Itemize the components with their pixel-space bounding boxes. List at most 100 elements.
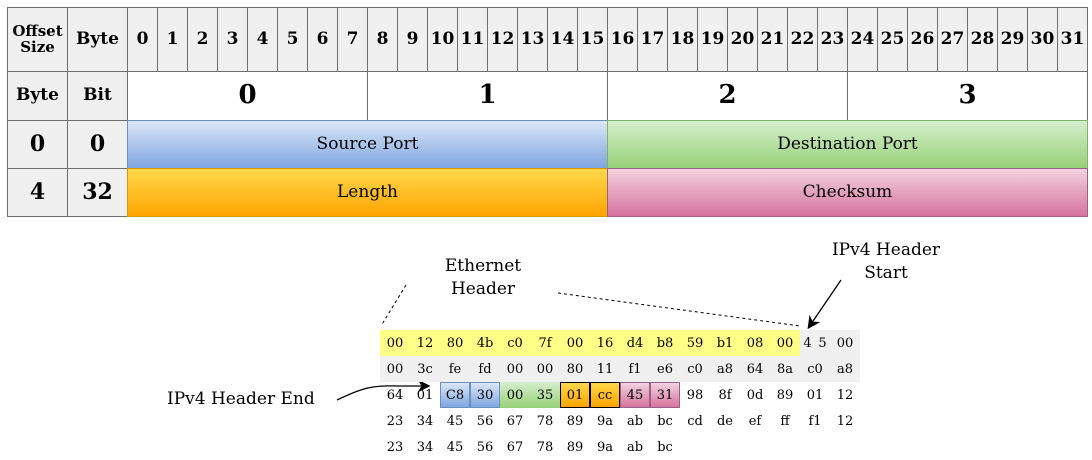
hex-byte: 12 bbox=[410, 330, 440, 356]
bit-number: 25 bbox=[877, 7, 908, 72]
hex-byte: 00 bbox=[380, 330, 410, 356]
bit-number: 16 bbox=[607, 7, 638, 72]
hex-byte: 23 bbox=[386, 439, 404, 455]
ethernet-header-label-line2: Header bbox=[450, 279, 516, 299]
hex-byte: 4b bbox=[470, 330, 500, 356]
bit-column-header: Bit bbox=[67, 71, 128, 121]
hex-byte: cd bbox=[687, 413, 703, 429]
hex-byte: c0 bbox=[500, 330, 530, 356]
ipv4-start-arrow bbox=[807, 279, 842, 330]
hex-byte: 56 bbox=[476, 413, 494, 429]
hex-byte: 89 bbox=[566, 439, 584, 455]
byte-number: 0 bbox=[127, 71, 368, 121]
hex-byte: 64 bbox=[386, 387, 404, 403]
hex-byte: 78 bbox=[536, 413, 554, 429]
ipv4-header-start-line1: IPv4 Header bbox=[831, 240, 941, 260]
hex-byte: 56 bbox=[476, 439, 494, 455]
byte-number: 2 bbox=[607, 71, 848, 121]
bit-number: 4 bbox=[247, 7, 278, 72]
hex-byte: 08 bbox=[740, 330, 770, 356]
hex-byte: 34 bbox=[416, 413, 434, 429]
field-destination-port: Destination Port bbox=[607, 120, 1088, 169]
hex-byte: ab bbox=[626, 413, 644, 429]
hex-byte: 01 bbox=[806, 387, 824, 403]
hex-byte: 00 bbox=[830, 330, 860, 356]
bit-number: 13 bbox=[517, 7, 548, 72]
hex-byte: ef bbox=[748, 413, 762, 429]
hex-byte: 9a bbox=[596, 413, 614, 429]
bit-number: 30 bbox=[1027, 7, 1058, 72]
bit-number: 8 bbox=[367, 7, 398, 72]
hex-byte: 7f bbox=[530, 330, 560, 356]
hex-byte: c0 bbox=[680, 356, 710, 382]
hex-byte: c0 bbox=[800, 356, 830, 382]
field-checksum: Checksum bbox=[607, 168, 1088, 217]
hex-byte: 31 bbox=[650, 382, 680, 408]
hex-byte: 45 bbox=[620, 382, 650, 408]
hex-byte: bc bbox=[657, 413, 673, 429]
hex-byte: 80 bbox=[440, 330, 470, 356]
hex-byte: f1 bbox=[620, 356, 650, 382]
ipv4-header-end-label: IPv4 Header End bbox=[167, 389, 315, 409]
hex-byte: 80 bbox=[560, 356, 590, 382]
hex-byte: 59 bbox=[680, 330, 710, 356]
bit-number: 17 bbox=[637, 7, 668, 72]
bit-number: 3 bbox=[217, 7, 248, 72]
hex-byte: 16 bbox=[590, 330, 620, 356]
hex-byte: d4 bbox=[620, 330, 650, 356]
size-label: Size bbox=[20, 37, 55, 56]
hex-byte: 23 bbox=[386, 413, 404, 429]
hex-byte: 00 bbox=[500, 382, 530, 408]
hex-byte: fd bbox=[470, 356, 500, 382]
hex-byte: 9a bbox=[596, 439, 614, 455]
hex-byte: e6 bbox=[650, 356, 680, 382]
hex-byte: 8a bbox=[770, 356, 800, 382]
hex-byte: 34 bbox=[416, 439, 434, 455]
bit-number: 14 bbox=[547, 7, 578, 72]
bit-number: 20 bbox=[727, 7, 758, 72]
hex-byte: 78 bbox=[536, 439, 554, 455]
ethernet-bracket-left-line bbox=[380, 284, 407, 327]
hex-byte: 0d bbox=[746, 387, 764, 403]
bit-number: 21 bbox=[757, 7, 788, 72]
hex-byte: 5 bbox=[815, 330, 830, 356]
hex-byte: 11 bbox=[590, 356, 620, 382]
hex-byte: 89 bbox=[566, 413, 584, 429]
hex-byte: ab bbox=[626, 439, 644, 455]
hex-byte: cc bbox=[590, 382, 620, 408]
ipv4-header-start-line2: Start bbox=[864, 263, 908, 283]
hex-byte: 00 bbox=[530, 356, 560, 382]
hex-byte: 35 bbox=[530, 382, 560, 408]
field-source-port: Source Port bbox=[127, 120, 608, 169]
hex-byte: 00 bbox=[380, 356, 410, 382]
hex-byte: 01 bbox=[416, 387, 434, 403]
bit-number: 15 bbox=[577, 7, 608, 72]
ethernet-header-label-line1: Ethernet bbox=[444, 256, 522, 276]
hex-byte: 01 bbox=[560, 382, 590, 408]
ethernet-header-label: Ethernet Header bbox=[432, 255, 534, 301]
hex-byte: b8 bbox=[650, 330, 680, 356]
ethernet-bracket-right-line bbox=[557, 292, 801, 327]
hex-byte: 12 bbox=[836, 387, 854, 403]
hex-byte: 00 bbox=[500, 356, 530, 382]
hex-byte: b1 bbox=[710, 330, 740, 356]
bit-number: 12 bbox=[487, 7, 518, 72]
bit-number: 7 bbox=[337, 7, 368, 72]
bit-number: 2 bbox=[187, 7, 218, 72]
hex-byte: 30 bbox=[470, 382, 500, 408]
hex-byte: 00 bbox=[770, 330, 800, 356]
hex-byte: 64 bbox=[740, 356, 770, 382]
hex-byte: 45 bbox=[446, 413, 464, 429]
hex-byte: fe bbox=[440, 356, 470, 382]
row-bit-offset: 32 bbox=[67, 168, 128, 217]
ipv4-header-start-label: IPv4 Header Start bbox=[818, 239, 954, 285]
hex-byte: 3c bbox=[410, 356, 440, 382]
ipv4-end-arrow bbox=[336, 379, 431, 401]
field-length: Length bbox=[127, 168, 608, 217]
hex-byte: 67 bbox=[506, 439, 524, 455]
hex-byte: C8 bbox=[440, 382, 470, 408]
offset-label: Offset bbox=[12, 21, 63, 40]
hex-byte: a8 bbox=[830, 356, 860, 382]
row-bit-offset: 0 bbox=[67, 120, 128, 169]
